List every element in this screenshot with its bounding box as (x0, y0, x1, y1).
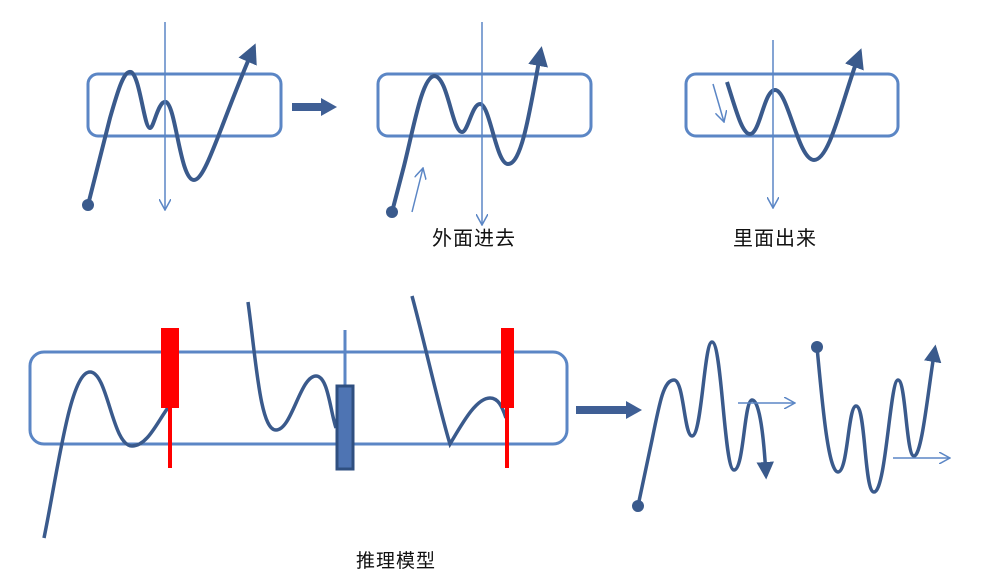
blue-candle-body (335, 384, 355, 471)
model-panel (28, 295, 569, 539)
entry-arrow (411, 168, 423, 213)
price-curve (390, 46, 548, 213)
range-box (684, 72, 900, 138)
caption-inside-out: 里面出来 (733, 226, 817, 250)
caption-outside-in: 外面进去 (432, 226, 516, 250)
range-box (376, 72, 593, 138)
exit-arrow (712, 83, 724, 122)
pattern-a (632, 340, 795, 512)
start-dot (82, 199, 94, 211)
price-curve (815, 344, 942, 494)
range-box (28, 350, 569, 446)
range-box (86, 72, 283, 138)
start-dot (386, 206, 398, 218)
panel-3 (684, 40, 900, 208)
arrow-shaft (292, 103, 322, 111)
price-curve-left (42, 370, 172, 539)
price-curve (86, 43, 257, 206)
panel-2 (376, 22, 593, 225)
start-dot (811, 341, 823, 353)
price-curve-middle (246, 301, 338, 432)
caption-reasoning-model: 推理模型 (356, 550, 437, 572)
transition-arrow-2 (576, 401, 642, 419)
arrow-head (626, 401, 642, 419)
arrow-shaft (576, 406, 628, 414)
price-curve-right (410, 295, 508, 449)
transition-arrow-1 (292, 98, 337, 116)
panel-1 (82, 22, 283, 211)
red-candle-body-right (501, 328, 514, 408)
price-curve (725, 48, 864, 163)
arrow-head (321, 98, 337, 116)
pattern-b (811, 341, 950, 494)
price-curve (636, 340, 774, 507)
red-candle-body-left (161, 328, 179, 408)
start-dot (632, 500, 644, 512)
